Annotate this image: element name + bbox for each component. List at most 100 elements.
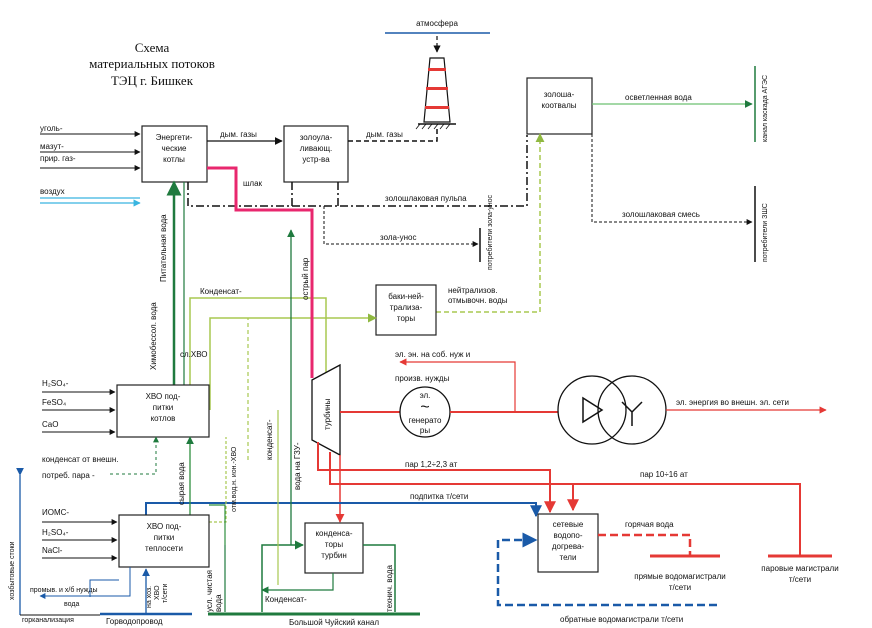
hvo-heat-line-3: теплосети [145,544,183,553]
live-steam-label: острый пар [301,257,310,300]
ext-condensate-line-2: потреб. пара - [42,471,95,480]
net-heaters-line-4: тели [560,553,577,562]
hvo-label-2: ХВО [154,585,161,600]
hvo-label-3: т/сети [162,583,169,603]
net-heaters-box [537,513,599,573]
steam-mains-line-1: паровые магистрали [761,564,838,573]
clarified-water-label: осветленная вода [625,93,692,102]
water-gzu-label: вода на ГЗУ- [293,442,302,490]
slag-label: шлак [243,179,263,188]
hvo-boiler-line-1: ХВО под- [146,392,181,401]
condensers-line-2: торы [325,540,343,549]
chem-hvo-label: сл.ХВО [180,350,208,359]
hvo-heat-net-box [118,514,210,568]
makeup-heat-net-label: подпитка т/сети [410,492,468,501]
title-line-3: ТЭЦ г. Бишкек [111,73,194,88]
zshs-consumers-label: потребители ЗШС [761,203,769,262]
ash-collectors-line-3: устр-ва [302,155,330,164]
net-heaters-line-1: сетевые [553,520,584,529]
chem-water-label: Химобессол. вода [149,302,158,370]
generators-line-2: генерато [409,416,442,425]
flue-gases-label-2: дым. газы [366,130,403,139]
steam-high-label: пар 10÷16 ат [640,470,688,479]
feed-water-label: Питательная вода [159,214,168,282]
neutralized-water-line-1: нейтрализов. [448,286,498,295]
sewerage-label: горканализация [22,617,74,624]
neutralization-line-2: трализа- [390,303,423,312]
clean-water-line-2: вода [214,594,223,612]
natural-gas-label: прир. газ- [40,154,76,163]
boilers-line-2: ческие [161,144,187,153]
raw-water-label: сырая вода [177,462,186,505]
condensate-gzu-label: конденсат- [265,419,274,460]
coal-label: уголь- [40,124,63,133]
ash-mixture-label: золошлаковая смесь [622,210,700,219]
condensate-top-label: Конденсат- [200,287,242,296]
transformer-icon [557,375,667,445]
neutralization-line-3: торы [397,314,415,323]
atmosphere-label: атмосфера [416,19,458,28]
title-line-2: материальных потоков [89,56,215,71]
generator-wave-icon: ~ [420,399,429,416]
cascade-channel-label: канал каскада АГЭС [762,75,769,142]
ext-condensate-line-1: конденсат от внешн. [42,455,119,464]
condensers-line-1: конденса- [315,529,352,538]
return-mains-label: обратные водомагистрали т/сети [560,615,683,624]
tech-water-label: технич. вода [385,565,394,612]
condensers-line-3: турбин [321,551,347,560]
fly-ash-consumers-label: потребители зола-унос [486,194,494,270]
title-line-1: Схема [135,40,170,55]
ash-settlers-box [526,77,593,135]
chimney-icon [415,57,456,130]
turbines-label: турбины [323,398,332,430]
ash-settlers-line-1: золоша- [544,90,575,99]
net-heaters-line-2: водопо- [554,531,583,540]
net-heaters-line-3: догрева- [552,542,585,551]
steam-mains-line-2: т/сети [789,575,811,584]
nacl-label: NaCl- [42,546,63,555]
ash-slurry-label: золошлаковая пульпа [385,194,467,203]
direct-mains-line-2: т/сети [669,583,691,592]
boilers-line-3: котлы [163,155,185,164]
direct-mains-line-1: прямые водомагистрали [634,572,726,581]
fuel-oil-label: мазут- [40,142,64,151]
cao-label: CaO [42,420,58,429]
flush-water-line-1: промыв. и х/б нужды [30,586,98,594]
regen-water-label: отм.вод.н. ион.-ХВО [231,446,238,512]
hvo-heat-line-2: питки [154,533,174,542]
neutralized-water-line-2: отмывочн. воды [448,296,508,305]
generators-line-1: эл. [420,391,431,400]
boilers-box [141,125,208,183]
steam-low-label: пар 1,2÷2,3 ат [405,460,458,469]
flue-gases-label-1: дым. газы [220,130,257,139]
ioms-label: ИОМС- [42,508,69,517]
ash-collectors-line-2: ливающ. [300,144,333,153]
hvo-label-1: на хоз. [146,586,153,608]
h2so4-label-2: H₂SO₄- [42,528,69,537]
feso4-label: FeSO₄ [42,398,66,407]
hot-water-label: горячая вода [625,520,674,529]
air-label: воздух [40,187,65,196]
condensers-box [304,522,364,574]
diagram-title: Схема материальных потоков ТЭЦ г. Бишкек [89,40,215,88]
h2so4-label-1: H₂SO₄- [42,379,69,388]
own-needs-line-1: эл. эн. на соб. нуж и [395,350,470,359]
domestic-sewage-label: хозбытовые стоки [8,541,16,600]
ash-collectors-line-1: золоула- [300,133,333,142]
hvo-boiler-line-2: питки [153,403,173,412]
gorvodoprovod-label: Горводопровод [106,617,163,626]
power-export-label: эл. энергия во внешн. эл. сети [676,398,789,407]
hvo-boiler-line-3: котлов [151,414,176,423]
cond-bottom-label: Конденсат- [265,595,307,604]
hvo-heat-line-1: ХВО под- [147,522,182,531]
hvo-boiler-feed-box [116,384,210,438]
fly-ash-label: зола-унос [380,233,417,242]
neutralization-tanks-box [375,284,437,336]
flush-water-line-2: вода [64,601,79,608]
ash-collectors-box [283,125,349,183]
neutralization-line-1: баки-ней- [388,292,424,301]
clean-water-line-1: усл. чистая [205,570,214,612]
generators-line-3: ры [420,426,430,435]
own-needs-line-2: произв. нужды [395,374,450,383]
